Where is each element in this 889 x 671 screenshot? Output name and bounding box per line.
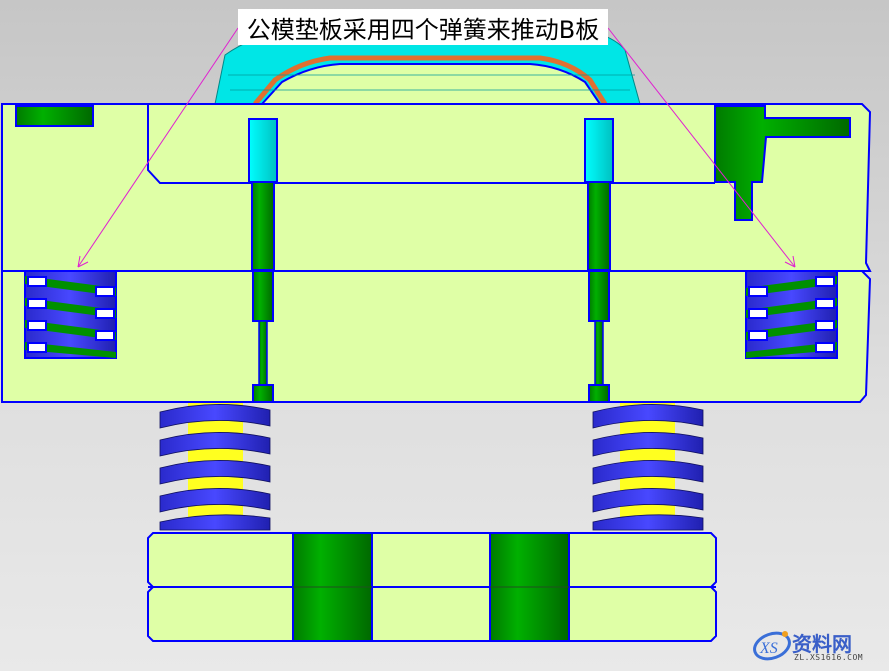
callout-text: 公模垫板采用四个弹簧来推动B板 xyxy=(246,15,600,44)
spring-in-plate-right xyxy=(745,270,838,359)
spring-between-plates-right xyxy=(592,403,704,531)
spacer-blocks xyxy=(147,532,717,642)
watermark-logo: XS 资料网 ZL.XS1616.COM xyxy=(752,626,884,666)
support-plate xyxy=(1,270,872,403)
return-pin-right xyxy=(584,118,614,403)
spring-in-plate-left xyxy=(24,270,117,359)
callout-arrows xyxy=(77,27,796,268)
svg-text:XS: XS xyxy=(759,640,778,657)
spring-between-plates-left xyxy=(159,403,271,531)
return-pin-left xyxy=(248,118,278,403)
watermark-site-name: 资料网 xyxy=(792,632,852,656)
annotation-callout: 公模垫板采用四个弹簧来推动B板 xyxy=(238,9,608,45)
watermark-url: ZL.XS1616.COM xyxy=(794,653,864,662)
xs-logo-icon: XS xyxy=(753,631,791,661)
b-plate xyxy=(1,103,872,272)
